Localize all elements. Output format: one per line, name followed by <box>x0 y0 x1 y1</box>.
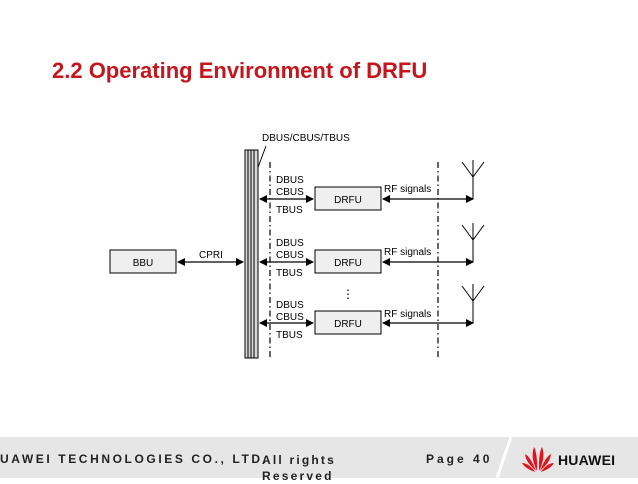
rf-signals-label: RF signals <box>384 247 431 258</box>
backplane-bus <box>244 149 259 359</box>
antenna-icon <box>461 160 485 199</box>
footer-page-number: Page 40 <box>426 452 493 466</box>
cbus-label: CBUS <box>276 312 304 323</box>
drfu-unit-2: DBUS CBUS TBUS DRFU RF signals <box>259 223 485 279</box>
tbus-label: TBUS <box>276 205 303 216</box>
drfu-unit-1: DBUS CBUS TBUS DRFU RF signals <box>259 160 485 216</box>
huawei-logo-text: HUAWEI <box>558 452 616 468</box>
huawei-logo: HUAWEI <box>522 444 632 474</box>
drfu-unit-3: DBUS CBUS TBUS DRFU RF signals <box>259 284 485 341</box>
footer-rights: All rights Reserved <box>262 453 337 483</box>
drfu-block <box>314 249 382 274</box>
rf-signals-label: RF signals <box>384 184 431 195</box>
footer-company: UAWEI TECHNOLOGIES CO., LTD. <box>0 452 269 466</box>
drfu-environment-diagram: DBUS/CBUS/TBUS BBU CPRI DBUS CBUS TBUS D… <box>109 133 485 360</box>
drfu-block <box>314 186 382 211</box>
dbus-label: DBUS <box>276 175 304 186</box>
bbu-block <box>109 249 177 274</box>
cbus-label: CBUS <box>276 250 304 261</box>
antenna-icon <box>461 223 485 262</box>
bbu-label: BBU <box>133 258 154 269</box>
cpri-label: CPRI <box>199 250 223 261</box>
rf-signals-label: RF signals <box>384 309 431 320</box>
drfu-block <box>314 310 382 335</box>
drfu-label: DRFU <box>334 195 362 206</box>
antenna-icon <box>461 284 485 323</box>
tbus-label: TBUS <box>276 330 303 341</box>
page-title: 2.2 Operating Environment of DRFU <box>52 58 428 83</box>
drfu-label: DRFU <box>334 258 362 269</box>
drfu-label: DRFU <box>334 319 362 330</box>
cbus-label: CBUS <box>276 187 304 198</box>
footer-bar <box>0 437 638 478</box>
bus-label: DBUS/CBUS/TBUS <box>262 133 350 144</box>
more-units-ellipsis: ⋮ <box>342 287 354 301</box>
huawei-petal-logo-icon <box>522 447 554 472</box>
dbus-label: DBUS <box>276 300 304 311</box>
dbus-label: DBUS <box>276 238 304 249</box>
tbus-label: TBUS <box>276 268 303 279</box>
